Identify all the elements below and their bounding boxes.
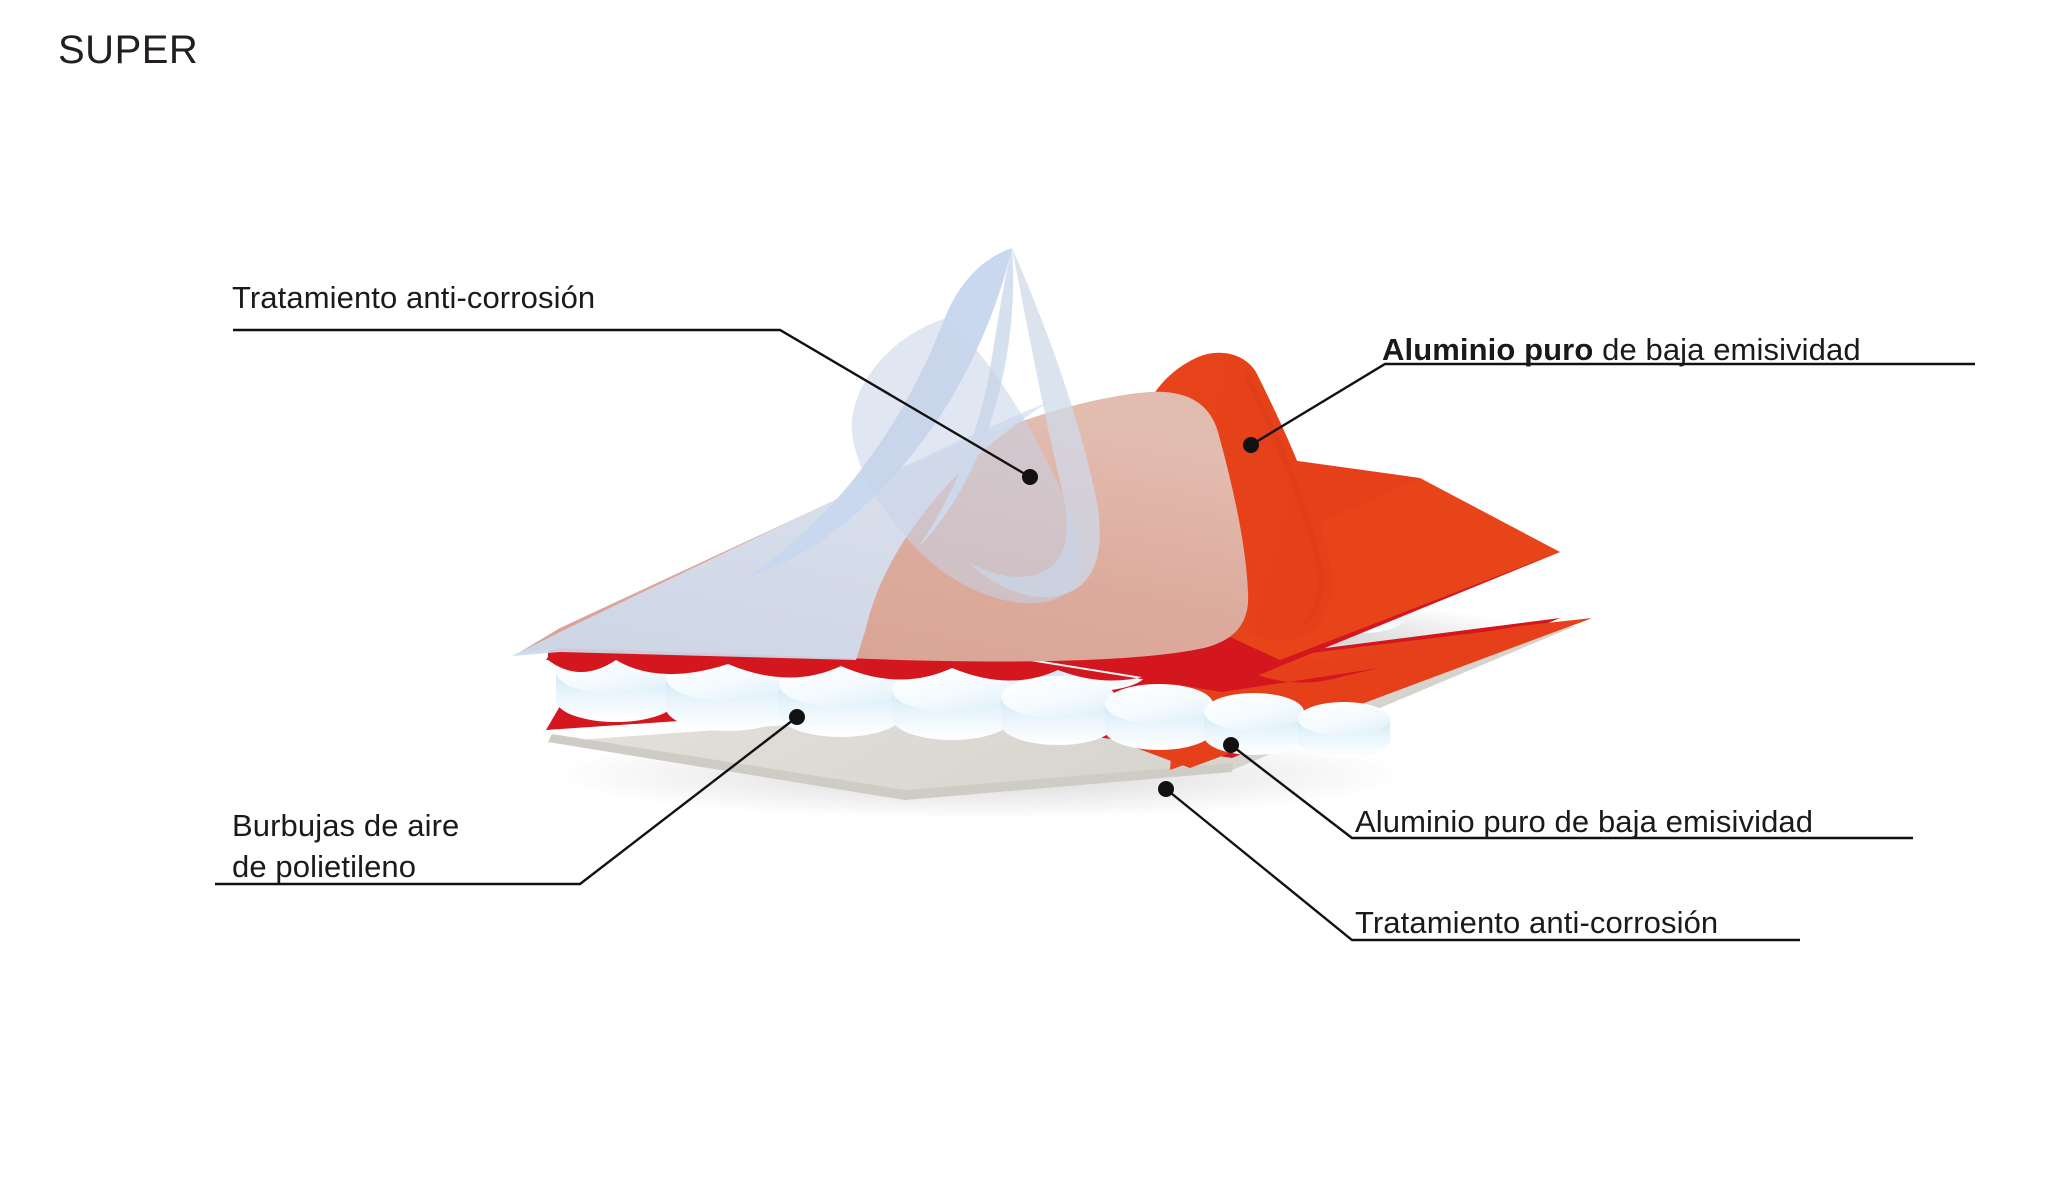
peel-curl-body-wash [851, 318, 1082, 604]
callout-label-anticorrosion-bottom: Tratamiento anti-corrosión [1355, 903, 1718, 944]
callout-label-anticorrosion-top: Tratamiento anti-corrosión [232, 278, 595, 319]
callout-text: Tratamiento anti-corrosión [1355, 905, 1719, 940]
anchor-dot-anticorrosion-bot [1158, 781, 1174, 797]
bubble-front-8 [1298, 702, 1390, 758]
page-title: SUPER [58, 28, 199, 72]
leader-anticorrosion-top [233, 328, 1031, 479]
peeled-flap-inner-shade [1244, 372, 1324, 628]
callout-bold-text: Aluminio puro [1382, 332, 1594, 367]
bottom-substrate-edge [548, 734, 1233, 800]
leader-anticorrosion-bot [1165, 788, 1800, 942]
callout-text-line2: de polietileno [232, 848, 417, 884]
anchor-dot-anticorrosion-top [1022, 469, 1038, 485]
callout-text: Tratamiento anti-corrosión [232, 280, 596, 315]
callout-text: Aluminio puro de baja emisividad [1355, 804, 1814, 839]
leader-aluminio-top [1250, 362, 1975, 447]
bubble-front-6 [1105, 684, 1213, 750]
leader-anchor-dots [789, 437, 1259, 797]
bubble-row-front [556, 650, 1390, 758]
callout-label-aluminio-bottom: Aluminio puro de baja emisividad [1355, 802, 1813, 843]
leader-aluminio-bottom [1230, 744, 1913, 840]
callout-text: de baja emisividad [1593, 332, 1861, 367]
bubble-front-4 [892, 668, 1012, 740]
callout-label-burbujas: Burbujas de aire de polietileno [232, 806, 459, 888]
callout-text-line1: Burbujas de aire [232, 808, 460, 843]
anchor-dot-aluminio-top [1243, 437, 1259, 453]
callout-label-aluminio-top: Aluminio puro de baja emisividad [1382, 330, 1861, 371]
bubble-front-7 [1204, 693, 1304, 755]
top-sheet-group [512, 248, 1560, 662]
bubble-front-5 [1001, 676, 1115, 745]
leader-burbujas [215, 716, 798, 886]
leader-lines [215, 328, 1975, 942]
anchor-dot-aluminio-bottom [1223, 737, 1239, 753]
anchor-dot-burbujas [789, 709, 805, 725]
